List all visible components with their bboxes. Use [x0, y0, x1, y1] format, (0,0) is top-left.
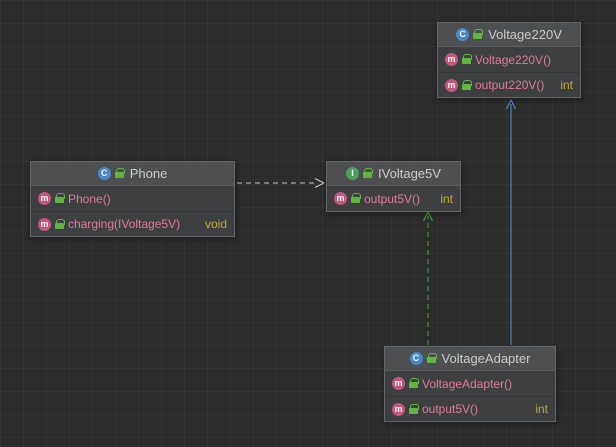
method-return-type: int [440, 191, 453, 206]
public-visibility-icon [409, 378, 419, 389]
method-icon: m [38, 217, 51, 231]
method-row-voltageadapter-constructor[interactable]: m VoltageAdapter() [385, 371, 555, 396]
class-title: VoltageAdapter [441, 351, 531, 366]
method-label: VoltageAdapter() [422, 376, 513, 391]
method-label: Voltage220V() [475, 52, 552, 67]
class-node-voltage220v[interactable]: C Voltage220V m Voltage220V() m output22… [437, 22, 581, 98]
public-visibility-icon [351, 193, 361, 204]
method-icon: m [445, 78, 458, 92]
method-label: output5V() [422, 402, 479, 416]
public-visibility-icon [473, 29, 484, 40]
class-header-phone[interactable]: C Phone [31, 162, 234, 186]
method-return-type: int [535, 402, 548, 416]
class-title: Phone [129, 166, 168, 181]
public-visibility-icon [462, 54, 472, 65]
public-visibility-icon [114, 168, 125, 179]
method-icon: m [392, 402, 405, 416]
method-label: output220V() [475, 78, 545, 92]
method-icon: m [392, 377, 405, 390]
method-row-phone-constructor[interactable]: m Phone() [31, 186, 234, 211]
dependency-edge-phone-to-ivoltage5v[interactable] [237, 178, 325, 188]
class-node-phone[interactable]: C Phone m Phone() m charging(IVoltage5V)… [30, 161, 235, 237]
public-visibility-icon [363, 168, 374, 179]
method-row-voltage220v-constructor[interactable]: m Voltage220V() [438, 47, 580, 72]
class-node-voltageadapter[interactable]: C VoltageAdapter m VoltageAdapter() m ou… [384, 346, 556, 422]
interface-header-ivoltage5v[interactable]: I IVoltage5V [327, 162, 460, 186]
method-icon: m [38, 192, 51, 205]
class-header-voltageadapter[interactable]: C VoltageAdapter [385, 347, 555, 371]
public-visibility-icon [55, 193, 65, 204]
class-icon: C [97, 167, 111, 180]
method-icon: m [445, 53, 458, 66]
class-title: Voltage220V [488, 27, 562, 42]
realization-edge-voltageadapter-to-ivoltage5v[interactable] [423, 211, 433, 345]
method-row-output220v[interactable]: m output220V() int [438, 72, 580, 97]
method-row-charging[interactable]: m charging(IVoltage5V) void [31, 211, 234, 236]
method-label: output5V() [364, 191, 421, 206]
method-row-ivoltage5v-output5v[interactable]: m output5V() int [327, 186, 460, 211]
interface-node-ivoltage5v[interactable]: I IVoltage5V m output5V() int [326, 161, 461, 212]
method-row-voltageadapter-output5v[interactable]: m output5V() int [385, 396, 555, 421]
class-icon: C [456, 28, 470, 41]
public-visibility-icon [409, 403, 419, 415]
class-icon: C [409, 352, 423, 365]
public-visibility-icon [55, 218, 65, 230]
public-visibility-icon [462, 79, 472, 91]
method-label: Phone() [68, 191, 111, 206]
interface-icon: I [346, 167, 360, 180]
method-return-type: int [560, 78, 573, 92]
public-visibility-icon [426, 353, 437, 364]
method-return-type: void [204, 217, 227, 231]
method-label: charging(IVoltage5V) [68, 217, 181, 231]
method-icon: m [334, 192, 347, 205]
class-header-voltage220v[interactable]: C Voltage220V [438, 23, 580, 47]
interface-title: IVoltage5V [378, 166, 441, 181]
inheritance-edge-voltageadapter-to-voltage220v[interactable] [506, 99, 516, 345]
